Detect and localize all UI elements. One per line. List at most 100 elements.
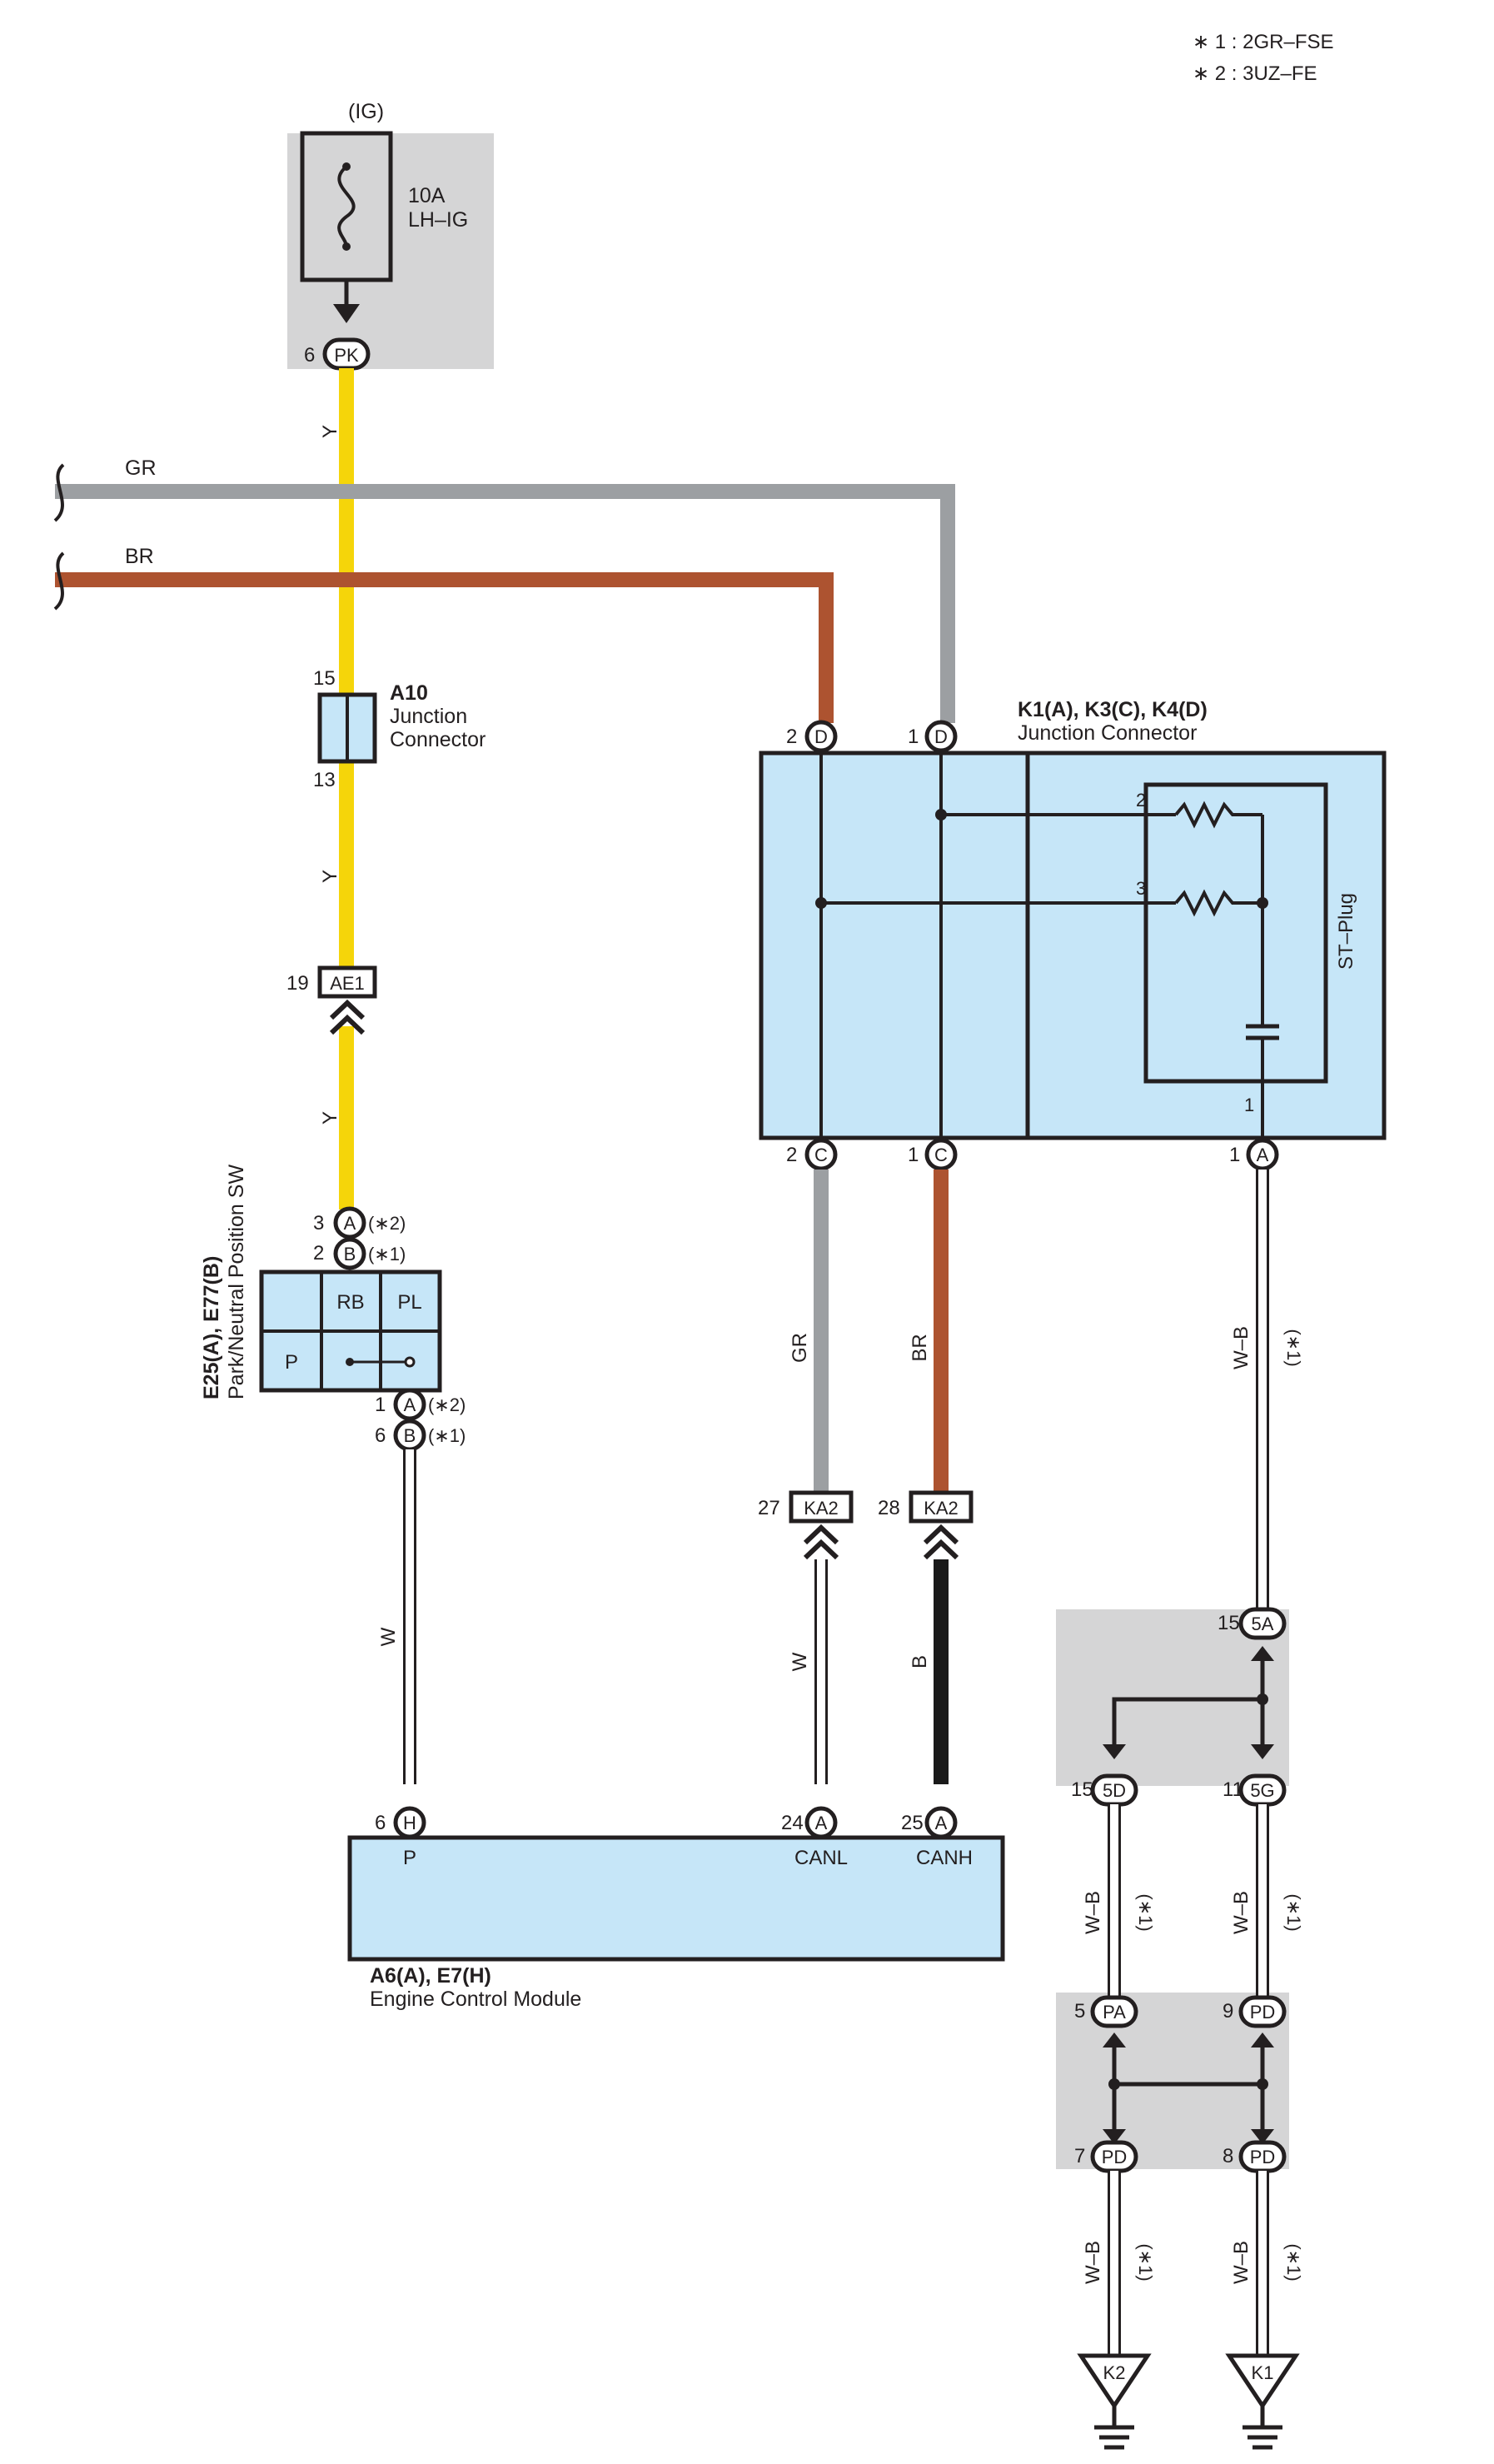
wire-label-br-down: BR (909, 1334, 931, 1361)
jc-st-plug: ST–Plug (1335, 893, 1357, 970)
variant-wb-main: (∗1) (1283, 1329, 1304, 1366)
a10-pin-bottom: 13 (313, 769, 336, 791)
pnp-cell-p: P (285, 1351, 298, 1374)
ecm-name: Engine Control Module (370, 1988, 581, 2011)
splice-pa-label: PA (1103, 2002, 1126, 2023)
splice-pd-top (1238, 1995, 1287, 2028)
pnp-switch-body (259, 1269, 442, 1393)
ae1-connector (317, 965, 377, 999)
ka2-left-pin: 27 (758, 1497, 780, 1519)
wire-label-y3: Y (319, 1111, 341, 1125)
jc-top-pin-right: 1 (908, 726, 919, 748)
wire-gray-bus (55, 484, 955, 723)
fuse-supply-label: (IG) (348, 100, 384, 123)
variant-wb-5g: (∗1) (1283, 1893, 1304, 1931)
ecm-pin-canl: 24 (781, 1812, 804, 1834)
ka2-right-label: KA2 (924, 1498, 959, 1519)
wire-label-wb-k1: W–B (1230, 2241, 1252, 2284)
pnp-variant-b-bot: (∗1) (428, 1425, 466, 1446)
splice-upper-junction (1103, 1661, 1274, 1759)
jc-top-conn-right (924, 720, 958, 753)
pnp-conn-a-top-label: A (344, 1213, 356, 1234)
wire-label-w-left: W (377, 1627, 400, 1646)
fuse-name: LH–IG (408, 208, 468, 232)
jc-top-conn-left (804, 720, 838, 753)
a10-id: A10 (390, 681, 428, 705)
ecm-conn-canh-label: A (935, 1813, 948, 1833)
splice-pa-pin: 5 (1074, 2000, 1085, 2023)
wire-break-gr (53, 463, 65, 522)
pnp-id: E25(A), E77(B) (200, 1256, 223, 1399)
splice-5a (1238, 1607, 1287, 1640)
pnp-pin-b-top: 2 (313, 1242, 324, 1264)
splice-lower-junction (1103, 2033, 1274, 2144)
pnp-conn-b-top-label: B (344, 1244, 356, 1264)
wire-label-wb-5g: W–B (1230, 1891, 1252, 1934)
jc-bot-pin-mid: 1 (908, 1144, 919, 1166)
jc-res-pin2: 3 (1136, 878, 1146, 899)
ecm-body (347, 1835, 1005, 1962)
splice-pd-bl-label: PD (1102, 2147, 1128, 2167)
pnp-variant-a-bot: (∗2) (428, 1394, 466, 1415)
splice-pd-bl-pin: 7 (1074, 2145, 1085, 2167)
ecm-conn-canl-label: A (815, 1813, 828, 1833)
a10-name-2: Connector (390, 728, 486, 751)
ka2-right-connector (909, 1490, 974, 1524)
wire-label-gr-bus: GR (125, 456, 157, 480)
wire-label-wb-k2: W–B (1082, 2241, 1104, 2284)
wire-label-gr-down: GR (789, 1333, 811, 1363)
fuse-pin-number: 6 (304, 344, 315, 367)
ground-k1-symbol (1225, 2353, 1300, 2450)
jc-top-pin-left: 2 (786, 726, 797, 748)
ka2-left-label: KA2 (804, 1498, 839, 1519)
splice-5d-label: 5D (1103, 1780, 1126, 1801)
wire-label-y2: Y (319, 870, 341, 883)
ground-k1-label: K1 (1252, 2362, 1274, 2383)
wire-label-wb-main: W–B (1230, 1326, 1252, 1369)
splice-pd-br-label: PD (1250, 2147, 1276, 2167)
wire-label-br-bus: BR (125, 545, 154, 568)
splice-5a-label: 5A (1252, 1614, 1274, 1634)
jc-top-conn-right-label: D (934, 726, 948, 747)
splice-pd-top-label: PD (1250, 2002, 1276, 2023)
variant-wb-5d: (∗1) (1135, 1893, 1156, 1931)
splice-5g-label: 5G (1250, 1780, 1274, 1801)
pnp-variant-a-top: (∗2) (368, 1213, 406, 1234)
splice-5a-pin: 15 (1218, 1612, 1240, 1634)
pnp-conn-a-bot-label: A (404, 1394, 416, 1415)
wire-label-y1: Y (319, 425, 341, 438)
ecm-term-p: P (403, 1847, 416, 1869)
ae1-chevron (329, 999, 366, 1035)
ka2-left-connector (789, 1490, 854, 1524)
jc-bot-conn-right (1246, 1138, 1279, 1171)
pnp-pin-a-top: 3 (313, 1212, 324, 1234)
ae1-label: AE1 (330, 973, 365, 994)
jc-body (759, 751, 1387, 1153)
jc-bot-conn-left-label: C (814, 1145, 828, 1165)
wire-brown-bus (55, 572, 834, 723)
ecm-pin-p: 6 (375, 1812, 386, 1834)
pnp-conn-a-bot (393, 1388, 426, 1421)
ka2-right-pin: 28 (878, 1497, 900, 1519)
splice-5d-pin: 15 (1071, 1778, 1093, 1801)
pnp-cell-rb: RB (336, 1291, 364, 1314)
jc-bot-conn-left (804, 1138, 838, 1171)
ka2-right-chevron (923, 1524, 959, 1560)
jc-bot-conn-mid-label: C (934, 1145, 948, 1165)
pnp-conn-b-bot-label: B (404, 1425, 416, 1446)
ecm-conn-h-label: H (403, 1813, 416, 1833)
splice-pd-top-pin: 9 (1223, 2000, 1233, 2023)
splice-5a-arrow (1251, 1646, 1274, 1661)
jc-bot-conn-mid (924, 1138, 958, 1171)
wire-break-br (53, 551, 65, 611)
note-2grfse: ∗ 1 : 2GR–FSE (1193, 31, 1334, 53)
jc-cap-pin: 1 (1244, 1095, 1254, 1115)
ecm-pin-canh: 25 (901, 1812, 924, 1834)
jc-bot-pin-right: 1 (1229, 1144, 1240, 1166)
pnp-cell-pl: PL (397, 1291, 421, 1314)
ecm-term-canl: CANL (794, 1847, 848, 1869)
ae1-pin: 19 (286, 972, 309, 995)
ka2-left-chevron (803, 1524, 839, 1560)
wire-label-w-canl: W (789, 1652, 811, 1671)
